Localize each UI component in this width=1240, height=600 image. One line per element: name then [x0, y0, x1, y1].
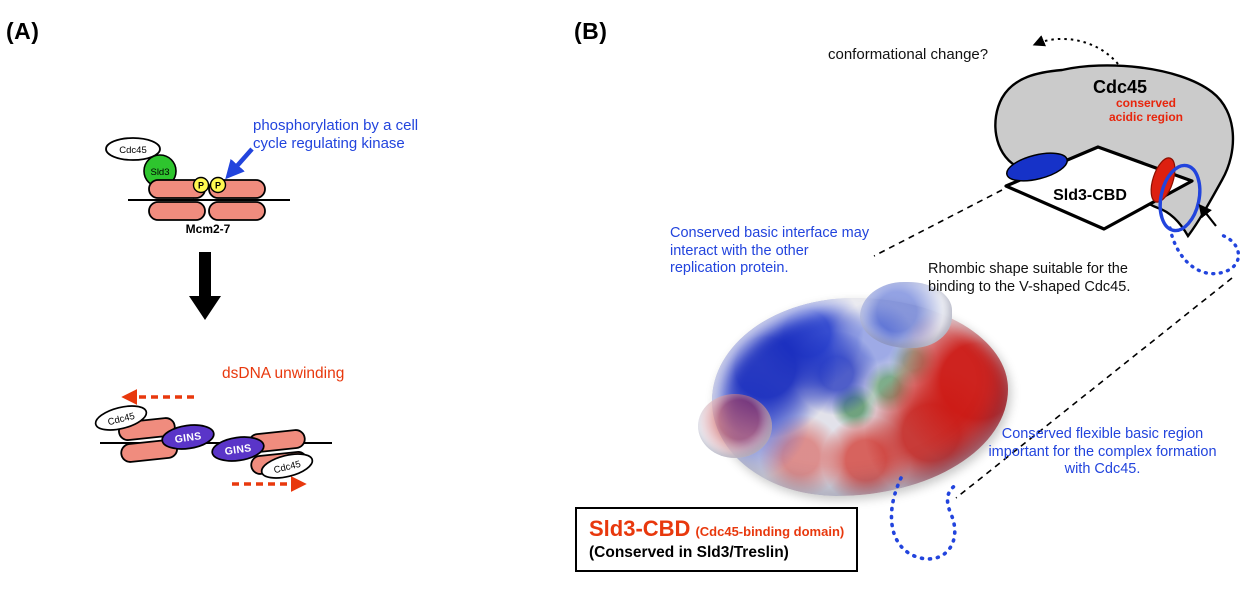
kinase-arrow-icon — [225, 147, 254, 180]
gins-oval — [161, 424, 215, 450]
rhombus-label: Sld3-CBD — [1053, 187, 1127, 204]
zoom-line-left — [873, 189, 1003, 257]
legend-box: Sld3-CBD (Cdc45-binding domain) (Conserve… — [575, 507, 859, 572]
phosphate-badge — [192, 176, 210, 194]
basic-interface-ellipse — [1006, 152, 1068, 182]
phosphorylation-note: phosphorylation by a cell cycle regulati… — [253, 117, 419, 153]
cdc45-oval-label: Cdc45 — [107, 411, 136, 428]
sld3-cbd-rhombus — [1004, 145, 1194, 231]
mcm-ring-right — [208, 179, 266, 221]
conformational-arrow-icon — [1032, 35, 1119, 65]
acidic-region-note: conserved acidic region — [1108, 96, 1184, 124]
sld3-circle — [143, 154, 177, 188]
cdc45-oval-label: Cdc45 — [273, 459, 302, 476]
sld3-circle-label: Sld3 — [150, 167, 169, 178]
cdc45-oval — [94, 405, 148, 431]
legend-title: Sld3-CBD — [589, 516, 691, 541]
mcm-ring-left — [148, 179, 206, 221]
basic-interface-note: Conserved basic interface may interact w… — [670, 225, 870, 277]
flexible-loop-lower — [889, 476, 961, 561]
gins-oval — [211, 436, 265, 462]
sld3-cbd-structure — [698, 282, 1008, 496]
flexible-loop-upper — [1168, 226, 1240, 276]
flexible-region-note: Conserved flexible basic region importan… — [988, 426, 1217, 478]
mcm-complex-label: Mcm2-7 — [185, 222, 231, 236]
insertion-arrow-icon — [1198, 203, 1217, 227]
cmg-complex-left: Cdc45 GINS — [94, 405, 215, 463]
legend-title-row: Sld3-CBD (Cdc45-binding domain) — [589, 516, 844, 542]
panel-a-diagram: Cdc45 Sld3 P P — [94, 137, 332, 492]
legend-subtitle: (Cdc45-binding domain) — [695, 524, 845, 539]
phosphate-badge-label: P — [198, 181, 204, 191]
cmg-complex-right: GINS Cdc45 — [211, 429, 314, 479]
rhombic-shape-note: Rhombic shape suitable for the binding t… — [928, 261, 1131, 295]
panel-b-label: (B) — [574, 18, 608, 44]
phosphate-badge — [209, 176, 227, 194]
unwinding-label: dsDNA unwinding — [222, 365, 345, 382]
flexible-region-ellipse — [1158, 163, 1202, 233]
acidic-region-oval — [1150, 157, 1176, 203]
legend-conserved-line: (Conserved in Sld3/Treslin) — [589, 544, 789, 561]
gins-oval-label: GINS — [224, 442, 252, 458]
cdc45-blob — [994, 64, 1235, 239]
conformational-note: conformational change? — [828, 46, 989, 63]
cdc45-blob-label: Cdc45 — [1093, 77, 1147, 97]
gins-oval-label: GINS — [174, 430, 202, 446]
cdc45-oval-label: Cdc45 — [119, 145, 146, 156]
progress-arrow-icon — [189, 252, 221, 320]
cdc45-oval — [105, 137, 161, 161]
cdc45-oval — [260, 453, 314, 479]
panel-a-label: (A) — [6, 18, 40, 44]
phosphate-badge-label: P — [215, 181, 221, 191]
recruitment-arrow-icon — [174, 180, 200, 200]
